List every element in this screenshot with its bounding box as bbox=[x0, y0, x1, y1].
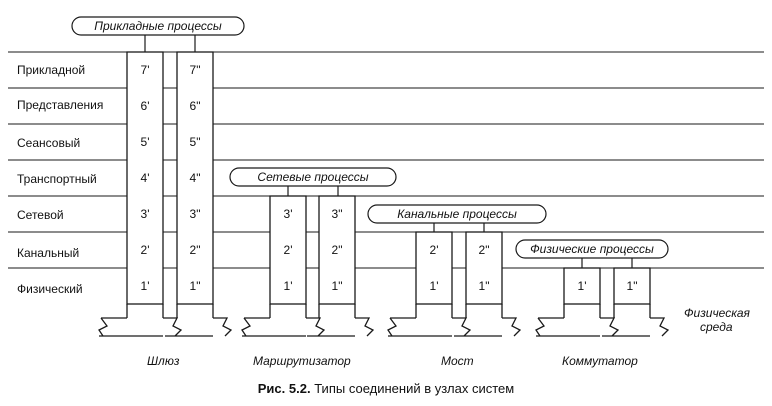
device-stack-column bbox=[318, 195, 356, 305]
layer-number-label: 3" bbox=[332, 207, 343, 221]
layer-number-label: 1' bbox=[141, 279, 150, 293]
physical-medium-line bbox=[98, 317, 233, 337]
layer-number-label: 1" bbox=[190, 279, 201, 293]
layer-number-label: 4" bbox=[190, 171, 201, 185]
layer-number-label: 2' bbox=[430, 243, 439, 257]
layer-number-label: 5' bbox=[141, 135, 150, 149]
layer-number-label: 2" bbox=[190, 243, 201, 257]
device-stack-column bbox=[465, 231, 503, 305]
layer-number-label: 1" bbox=[332, 279, 343, 293]
physical-medium-line bbox=[241, 317, 375, 337]
figure-caption-number: Рис. 5.2. bbox=[257, 381, 311, 396]
process-bubble-label: Прикладные процессы bbox=[94, 19, 222, 33]
layer-number-label: 3" bbox=[190, 207, 201, 221]
layer-label-session: Сеансовый bbox=[17, 136, 81, 150]
device-label-bridge: Мост bbox=[441, 354, 474, 368]
layer-number-label: 2" bbox=[479, 243, 490, 257]
device-stack-column bbox=[126, 51, 164, 305]
layer-label-presentation: Представления bbox=[17, 98, 104, 112]
layer-number-label: 6" bbox=[190, 99, 201, 113]
physical-medium-line bbox=[535, 317, 670, 337]
layer-number-label: 5" bbox=[190, 135, 201, 149]
layer-number-label: 1' bbox=[578, 279, 587, 293]
layer-number-label: 6' bbox=[141, 99, 150, 113]
device-stack-column bbox=[176, 51, 214, 305]
device-stack-column bbox=[563, 267, 601, 305]
physical-medium-label-2: среда bbox=[700, 320, 733, 334]
figure-caption: Рис. 5.2. Типы соединений в узлах систем bbox=[0, 381, 772, 396]
process-bubble-label: Сетевые процессы bbox=[257, 170, 368, 184]
layer-number-label: 1" bbox=[627, 279, 638, 293]
layer-number-label: 3' bbox=[284, 207, 293, 221]
process-bubble bbox=[229, 167, 397, 187]
layer-label-datalink: Канальный bbox=[17, 246, 80, 260]
layer-number-label: 2" bbox=[332, 243, 343, 257]
device-columns: 7' 6' 5' 4' 3' 2' 1' 7" 6" 5" 4" 3" 2" 1" 3' 2' 1' 3" 2" 1"… bbox=[126, 51, 651, 318]
layer-number-label: 1' bbox=[284, 279, 293, 293]
layer-number-label: 7" bbox=[190, 63, 201, 77]
figure-caption-text: Типы соединений в узлах систем bbox=[310, 381, 515, 396]
layer-separator-lines bbox=[8, 51, 764, 269]
process-bubble-label: Канальные процессы bbox=[397, 207, 517, 221]
layer-number-label: 1" bbox=[479, 279, 490, 293]
device-label-gateway: Шлюз bbox=[147, 354, 180, 368]
layer-label-network: Сетевой bbox=[17, 208, 64, 222]
layer-number-label: 1' bbox=[430, 279, 439, 293]
process-bubble-label: Физические процессы bbox=[530, 242, 654, 256]
layer-number-label: 2' bbox=[284, 243, 293, 257]
process-bubble bbox=[515, 239, 669, 259]
device-label-switch: Коммутатор bbox=[562, 354, 638, 368]
device-label-router: Маршрутизатор bbox=[253, 354, 351, 368]
layer-number-label: 4' bbox=[141, 171, 150, 185]
layer-label-transport: Транспортный bbox=[17, 172, 97, 186]
layer-number-label: 7' bbox=[141, 63, 150, 77]
process-bubble bbox=[367, 204, 547, 224]
physical-medium-lines bbox=[98, 317, 670, 337]
device-stack-column bbox=[415, 231, 453, 305]
layer-number-label: 2' bbox=[141, 243, 150, 257]
layer-label-physical: Физический bbox=[17, 282, 83, 296]
layer-label-application: Прикладной bbox=[17, 63, 86, 77]
device-stack-column bbox=[269, 195, 307, 305]
device-stack-column bbox=[613, 267, 651, 305]
layer-number-label: 3' bbox=[141, 207, 150, 221]
physical-medium-line bbox=[387, 317, 522, 337]
process-bubble bbox=[71, 16, 245, 36]
physical-medium-label: Физическая bbox=[684, 306, 750, 320]
